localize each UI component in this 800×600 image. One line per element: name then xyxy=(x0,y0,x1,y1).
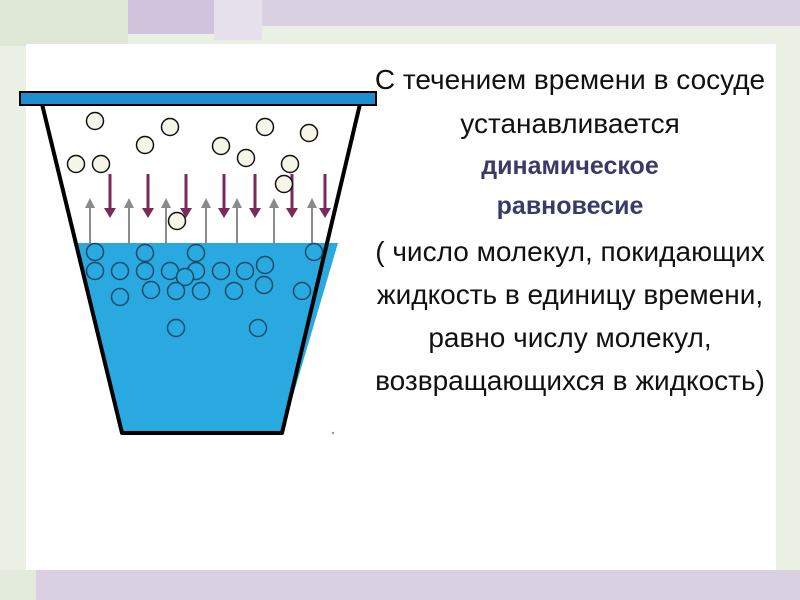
vapor-molecules xyxy=(66,111,319,231)
liquid-molecule xyxy=(85,242,105,262)
liquid-molecule xyxy=(110,261,130,281)
vapor-molecule xyxy=(160,117,180,137)
explanation-text: С течением времени в сосуде устанавливае… xyxy=(370,58,770,402)
vapor-molecule xyxy=(255,117,275,137)
equilibrium-explanation: ( число молекул, покидающих жидкость в е… xyxy=(375,236,765,396)
vessel-rim xyxy=(19,91,377,106)
top-decoration xyxy=(0,0,800,48)
vapor-molecule xyxy=(299,123,319,143)
vapor-molecule xyxy=(274,174,294,194)
vapor-molecule xyxy=(236,148,256,168)
vapor-molecule xyxy=(280,154,300,174)
liquid-molecules xyxy=(85,242,324,338)
liquid-molecule xyxy=(304,242,324,262)
term-line-2: равновесие xyxy=(496,192,644,220)
top-block-small xyxy=(214,0,262,40)
vessel-walls xyxy=(40,103,362,435)
vapor-molecule xyxy=(211,136,231,156)
liquid-molecule xyxy=(166,318,186,338)
liquid-molecule xyxy=(248,318,268,338)
liquid-molecule xyxy=(235,261,255,281)
liquid-molecule xyxy=(110,287,130,307)
liquid-molecule xyxy=(211,261,231,281)
liquid-molecule xyxy=(135,261,155,281)
top-block-left xyxy=(0,0,128,46)
liquid-molecule xyxy=(166,281,186,301)
top-block-mid xyxy=(128,0,214,34)
liquid-molecule xyxy=(175,267,195,287)
intro-text: С течением времени в сосуде устанавливае… xyxy=(374,64,766,139)
liquid-molecule xyxy=(254,275,274,295)
liquid-molecule xyxy=(255,255,275,275)
vapor-molecule xyxy=(85,111,105,131)
vapor-molecule xyxy=(167,211,187,231)
liquid xyxy=(76,243,338,433)
liquid-molecule xyxy=(292,281,312,301)
liquid-molecule xyxy=(224,281,244,301)
term-line-1: динамическое xyxy=(481,152,659,180)
bottom-band xyxy=(0,570,800,600)
liquid-molecule xyxy=(85,261,105,281)
liquid-molecule xyxy=(191,281,211,301)
vapor-molecule xyxy=(135,135,155,155)
liquid-molecule xyxy=(135,243,155,263)
returning-arrows xyxy=(104,174,331,218)
vapor-molecule xyxy=(66,154,86,174)
liquid-molecule xyxy=(141,280,161,300)
speck xyxy=(331,431,335,435)
liquid-molecule xyxy=(186,243,206,263)
leaving-arrows xyxy=(85,198,317,244)
bottom-band-left xyxy=(0,570,36,600)
vapor-molecule xyxy=(91,154,111,174)
